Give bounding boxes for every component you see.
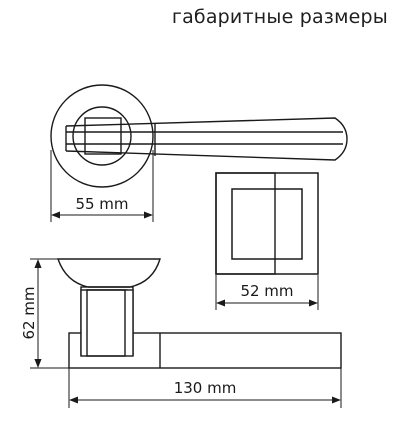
side-lever: [68, 332, 342, 369]
lever-body: [65, 117, 348, 161]
side-neck-front: [80, 289, 134, 357]
handle-top-view: [50, 84, 348, 188]
dim-height: [30, 258, 69, 369]
lever-neck: [84, 117, 122, 155]
dim-label-55: 55 mm: [75, 195, 128, 213]
rose-cap: [57, 258, 161, 288]
dim-length: [68, 368, 342, 408]
dim-label-52: 52 mm: [240, 282, 293, 300]
dim-escutcheon: [215, 275, 319, 310]
page-title: габаритные размеры: [171, 6, 388, 28]
rosette-inner: [72, 106, 132, 166]
dim-label-130: 130 mm: [174, 379, 237, 397]
escutcheon-final: [215, 172, 319, 275]
rosette-outer: [50, 84, 154, 188]
dim-label-62: 62 mm: [20, 286, 38, 339]
dim-rosette: [50, 150, 154, 222]
